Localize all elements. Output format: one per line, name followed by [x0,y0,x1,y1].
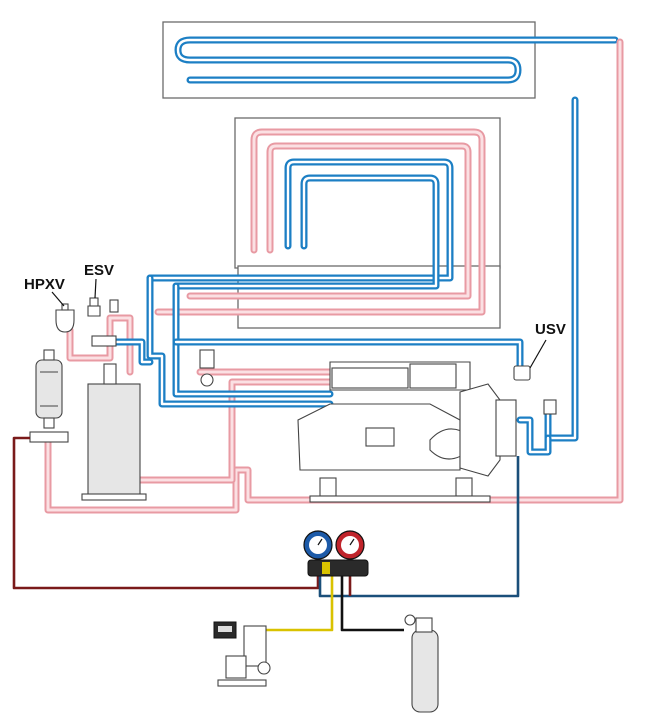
hpxv-pointer [51,291,65,307]
service-hoses [12,436,520,632]
inline-valve-icon [199,349,215,387]
esv-pointer [94,278,97,299]
compressor-icon [297,361,517,503]
nitrogen-cylinder-icon [404,614,439,713]
drier-icon [29,349,69,443]
middle-coil-box [146,117,501,329]
vacuum-pump-icon [217,625,271,687]
hpxv-label: HPXV [24,276,65,293]
piping [44,38,624,514]
usv-valve-icon [513,365,557,415]
usv-label: USV [535,321,566,338]
esv-label: ESV [84,262,114,279]
esv-valve-icon [87,297,119,347]
receiver-icon [81,363,147,501]
usv-pointer [529,339,547,369]
hpxv-valve-icon [55,303,75,333]
scale-icon [213,621,237,639]
manifold-gauge-set [303,530,369,577]
upper-coil-box [162,21,619,99]
